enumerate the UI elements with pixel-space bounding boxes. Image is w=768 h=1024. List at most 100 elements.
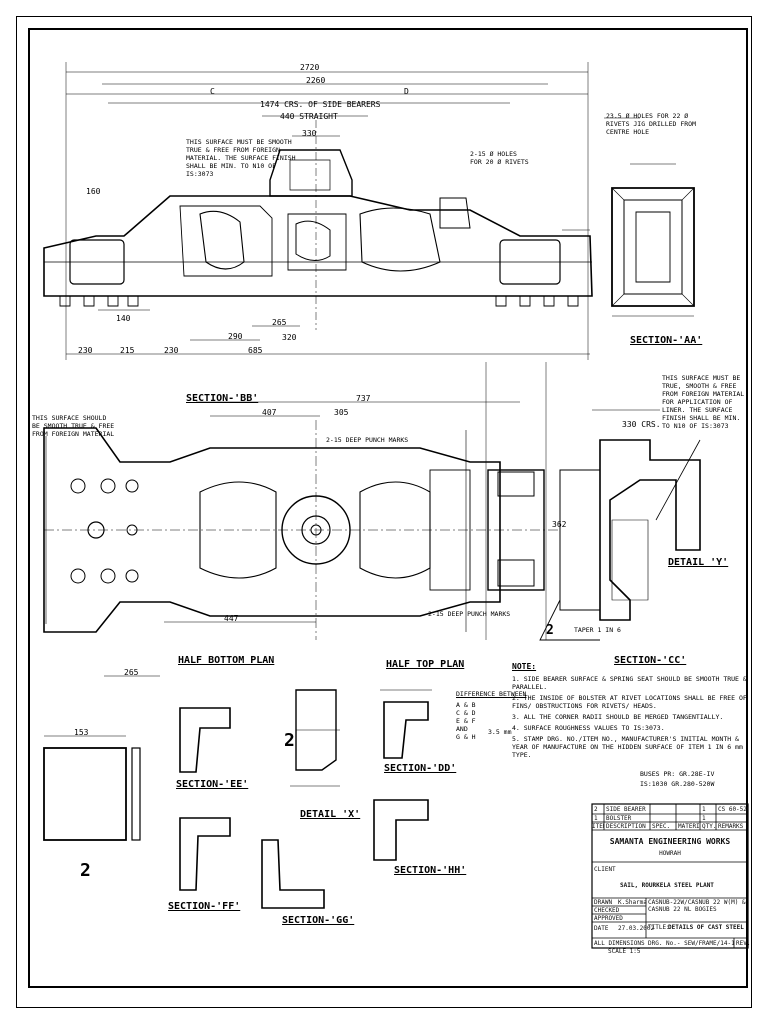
item-marker-liner: 2	[80, 860, 91, 881]
note-surface-y: THIS SURFACE MUST BE TRUE, SMOOTH & FREE…	[662, 374, 745, 430]
spec-line-2: IS:1030 GR.280-520W	[640, 780, 715, 788]
difference-table: DIFFERENCE BETWEEN A & B C & D E & F AND…	[456, 690, 526, 741]
tb-scale: SCALE 1:5	[608, 948, 641, 955]
detail-y-drawing	[592, 409, 701, 621]
note-item-3: 3. ALL THE CORNER RADII SHOULD BE MERGED…	[512, 713, 724, 721]
tb-row2-item: 1	[594, 815, 598, 822]
section-dd-drawing	[380, 689, 432, 759]
title-block-frame	[591, 803, 749, 949]
difference-value: 3.5 mm	[488, 728, 512, 736]
tb-title-label: TITLE:	[648, 924, 670, 931]
dim-160: 160	[86, 187, 101, 196]
spec-line-1: BUSES PR: GR.28E-IV	[640, 770, 715, 778]
outer-border	[16, 16, 752, 1008]
tb-rev: REV.	[736, 940, 751, 947]
note-item-4: 4. SURFACE ROUGHNESS VALUES TO IS:3073.	[512, 724, 665, 732]
dim-230-left: 230	[78, 346, 93, 355]
tb-head-spec: SPEC.	[652, 823, 671, 830]
dim-215: 215	[120, 346, 135, 355]
tb-label-checked: CHECKED	[594, 907, 620, 914]
note-taper: TAPER 1 IN 6	[574, 626, 621, 634]
difference-heading: DIFFERENCE BETWEEN	[456, 690, 527, 698]
difference-pair-1: A & B	[456, 701, 476, 709]
dim-265: 265	[272, 318, 287, 327]
tb-row1-item: 2	[594, 806, 598, 813]
liner-plate-drawing	[43, 735, 141, 841]
section-ee-label: SECTION-'EE'	[176, 779, 249, 790]
tb-date: 27.03.2002	[618, 925, 655, 932]
note-surface-smooth: THIS SURFACE MUST BE SMOOTH TRUE & FREE …	[186, 138, 296, 178]
note-item-1: 1. SIDE BEARER SURFACE & SPRING SEAT SHO…	[512, 675, 747, 691]
dim-362: 362	[552, 520, 567, 529]
item-marker-b: 2	[546, 623, 554, 638]
note-punch-top: 2-15 DEEP PUNCH MARKS	[326, 436, 409, 444]
dim-265-bottom: 265	[124, 668, 139, 677]
detail-x-drawing	[290, 689, 340, 787]
note-surface-b: THIS SURFACE SHOULD BE SMOOTH TRUE & FRE…	[32, 414, 115, 438]
tb-label-date: DATE	[594, 925, 609, 932]
tb-company: SAMANTA ENGINEERING WORKS	[609, 838, 731, 845]
tb-drawing-no: DRG. No.- SEW/FRAME/14-13/3	[648, 940, 734, 947]
section-cc-drawing	[539, 469, 601, 641]
tb-row2-qty: 1	[702, 815, 706, 822]
section-bb-label: SECTION-'BB'	[186, 393, 259, 404]
dim-straight: 440 STRAIGHT	[280, 112, 338, 121]
section-dd-label: SECTION-'DD'	[384, 763, 457, 774]
note-item-2: 2. THE INSIDE OF BOLSTER AT RIVET LOCATI…	[512, 694, 747, 710]
dim-140: 140	[116, 314, 131, 323]
inner-border	[28, 28, 748, 988]
dim-685: 685	[248, 346, 263, 355]
section-hh-label: SECTION-'HH'	[394, 865, 467, 876]
half-top-plan-label: HALF TOP PLAN	[386, 659, 465, 670]
note-heading: NOTE:	[512, 662, 537, 671]
section-ff-label: SECTION-'FF'	[168, 901, 241, 912]
tb-label-drawn: DRAWN	[594, 899, 613, 906]
tb-label-approved: APPROVED	[594, 915, 623, 922]
detail-x-label: DETAIL 'X'	[300, 809, 361, 820]
dim-230-right: 230	[164, 346, 179, 355]
dim-320: 320	[282, 333, 297, 342]
tb-drawn-by: K.Sharma	[618, 899, 647, 906]
tb-head-item: ITEM	[592, 823, 604, 830]
dim-737: 737	[356, 394, 371, 403]
tb-client-label: CLIENT	[594, 866, 616, 873]
dim-447: 447	[224, 614, 239, 623]
dim-330-crs: 330 CRS.	[622, 420, 661, 429]
note-holes-15: 2-15 Ø HOLES FOR 20 Ø RIVETS	[470, 150, 529, 166]
dim-305: 305	[334, 408, 349, 417]
section-aa-drawing	[604, 117, 695, 317]
dim-290: 290	[228, 332, 243, 341]
half-bottom-plan-label: HALF BOTTOM PLAN	[178, 655, 275, 666]
difference-pair-3: E & F	[456, 717, 476, 725]
section-cc-label: SECTION-'CC'	[614, 655, 687, 666]
note-holes-23-5: 23.5 Ø HOLES FOR 22 Ø RIVETS JIG DRILLED…	[606, 112, 697, 136]
tb-project: CASNUB-22W/CASNUB 22 W(M) & CASNUB 22 NL…	[648, 899, 746, 913]
dim-side-bearers: 1474 CRS. OF SIDE BEARERS	[260, 100, 381, 109]
section-aa-label: SECTION-'AA'	[630, 335, 703, 346]
dim-overall-length: 2720	[300, 63, 320, 72]
tb-head-material: MATERIAL	[678, 823, 700, 830]
tb-company-sub: HOWRAH	[659, 850, 681, 857]
dim-d: D	[404, 87, 409, 96]
tb-row2-desc: BOLSTER	[606, 815, 632, 822]
difference-pair-5: G & H	[456, 733, 476, 741]
dim-c: C	[210, 87, 215, 96]
note-item-5: 5. STAMP DRG. NO./ITEM NO., MANUFACTURER…	[512, 735, 743, 759]
detail-y-label: DETAIL 'Y'	[668, 557, 729, 568]
side-elevation	[43, 62, 593, 360]
section-gg-label: SECTION-'GG'	[282, 915, 355, 926]
section-ff-drawing	[179, 817, 231, 891]
item-marker-detail-x: 2	[284, 730, 295, 751]
plan-view	[43, 362, 560, 677]
tb-row1-desc: SIDE BEARER LINER	[606, 806, 650, 813]
section-gg-drawing	[261, 839, 325, 909]
difference-pair-2: C & D	[456, 709, 476, 717]
note-punch-bottom: 2-15 DEEP PUNCH MARKS	[428, 610, 511, 618]
dim-153: 153	[74, 728, 89, 737]
tb-label-units: ALL DIMENSIONS ARE IN MM.	[594, 940, 646, 947]
tb-head-desc: DESCRIPTION	[606, 823, 646, 830]
note-block: NOTE: 1. SIDE BEARER SURFACE & SPRING SE…	[512, 662, 748, 759]
dim-330: 330	[302, 129, 317, 138]
